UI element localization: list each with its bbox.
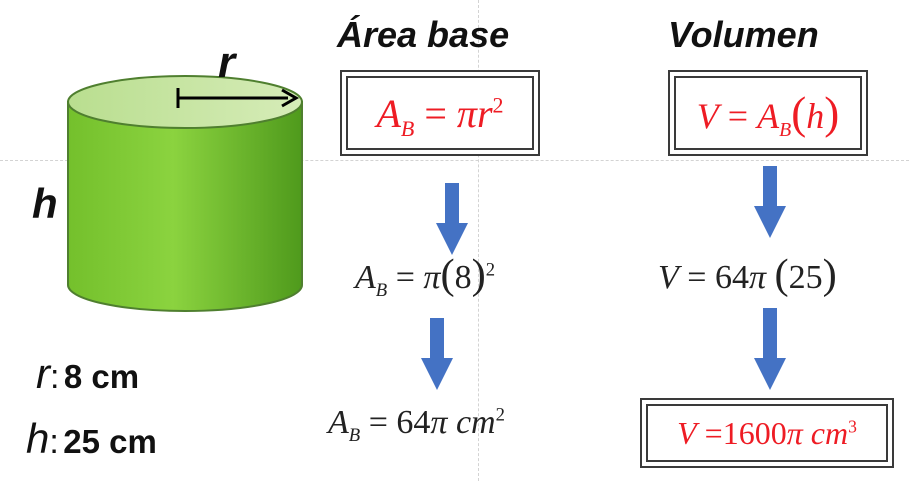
- given-radius-value: 8 cm: [63, 358, 140, 395]
- down-arrow-icon: [754, 308, 786, 390]
- down-arrow-icon: [436, 183, 468, 255]
- given-height-value: 25 cm: [63, 423, 157, 460]
- given-radius-letter: r: [36, 350, 50, 397]
- given-radius: r: 8 cm: [36, 350, 139, 398]
- volume-result-box: V =1600π cm3: [640, 398, 894, 468]
- horizontal-guide-line: [0, 160, 909, 161]
- volume-formula: V = AB(h): [696, 88, 840, 142]
- volume-step-1: V = 64π (25): [658, 251, 837, 298]
- given-height: h: 25 cm: [26, 415, 157, 463]
- given-height-sep: :: [49, 423, 59, 461]
- area-result: AB = 64π cm2: [328, 404, 505, 446]
- volume-formula-box: V = AB(h): [668, 70, 868, 156]
- volume-heading: Volumen: [668, 14, 819, 55]
- area-step-1: AB = π(8)2: [355, 251, 496, 301]
- given-height-letter: h: [26, 415, 50, 462]
- volume-result: V =1600π cm3: [677, 414, 857, 451]
- down-arrow-icon: [421, 318, 453, 390]
- radius-label: r: [218, 38, 236, 87]
- area-formula-box: AB = πr2: [340, 70, 540, 156]
- given-radius-sep: :: [50, 358, 60, 396]
- area-heading: Área base: [337, 14, 510, 55]
- down-arrow-icon: [754, 166, 786, 238]
- area-formula: AB = πr2: [376, 90, 504, 141]
- vertical-guide-line: [478, 0, 479, 481]
- height-label: h: [32, 180, 58, 227]
- cylinder-icon: [67, 75, 303, 312]
